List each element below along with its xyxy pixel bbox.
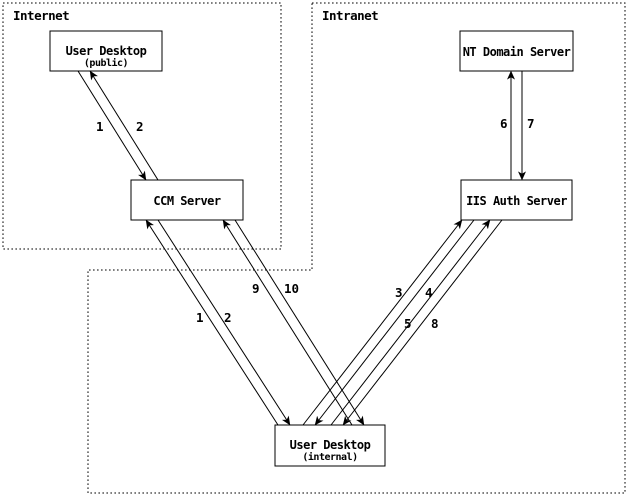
edge-step4-iis-to-internal-desktop [314, 219, 475, 426]
node-ccm-server [130, 179, 244, 221]
node-user-desktop-internal [274, 424, 386, 467]
edge-label-step9-internal-desktop-to-ccm: 9 [252, 281, 260, 296]
edge-label-step6-iis-to-nt-domain: 6 [500, 116, 508, 131]
edge-step2-ccm-to-public-desktop [89, 70, 159, 181]
edge-label-step7-nt-domain-to-iis: 7 [527, 116, 535, 131]
edge-label-step3-internal-desktop-to-iis: 3 [395, 285, 403, 300]
edge-label-step2-ccm-to-public-desktop: 2 [136, 119, 144, 134]
node-nt-domain-server-label: NT Domain Server [463, 45, 571, 59]
node-nt-domain-server [459, 30, 574, 72]
edge-step8-iis-to-internal-desktop [342, 219, 503, 426]
zone-internet-label: Internet [13, 8, 69, 23]
edge-label-step8-iis-to-internal-desktop: 8 [431, 316, 439, 331]
edge-step1-public-desktop-to-ccm [77, 70, 147, 181]
edge-step3-internal-desktop-to-iis [302, 219, 463, 426]
node-user-desktop-internal-sublabel: (internal) [302, 451, 357, 463]
node-user-desktop-public [49, 30, 163, 72]
edge-label-step1-public-desktop-to-ccm: 1 [96, 119, 104, 134]
edge-step9-internal-desktop-to-ccm [222, 219, 353, 426]
edge-label-step2-ccm-to-internal-desktop: 2 [224, 310, 232, 325]
node-ccm-server-label: CCM Server [153, 194, 221, 208]
node-user-desktop-public-sublabel: (public) [84, 57, 128, 69]
node-iis-auth-server-label: IIS Auth Server [466, 194, 567, 208]
zone-internet-border [2, 2, 282, 250]
zone-intranet-border [87, 2, 626, 494]
edge-label-step5-internal-desktop-to-iis: 5 [404, 316, 412, 331]
edge-step2-ccm-to-internal-desktop [157, 219, 291, 426]
edge-label-step10-ccm-to-internal-desktop: 10 [284, 281, 299, 296]
edge-step5-internal-desktop-to-iis [330, 219, 491, 426]
edge-step1-internal-desktop-to-ccm [145, 219, 279, 426]
edge-label-step4-iis-to-internal-desktop: 4 [425, 285, 433, 300]
node-user-desktop-public-label: User Desktop [66, 44, 147, 58]
zone-intranet-label: Intranet [322, 8, 378, 23]
edge-step10-ccm-to-internal-desktop [234, 219, 365, 426]
node-user-desktop-internal-label: User Desktop [290, 438, 371, 452]
node-iis-auth-server [460, 179, 573, 221]
edge-label-step1-internal-desktop-to-ccm: 1 [196, 310, 204, 325]
